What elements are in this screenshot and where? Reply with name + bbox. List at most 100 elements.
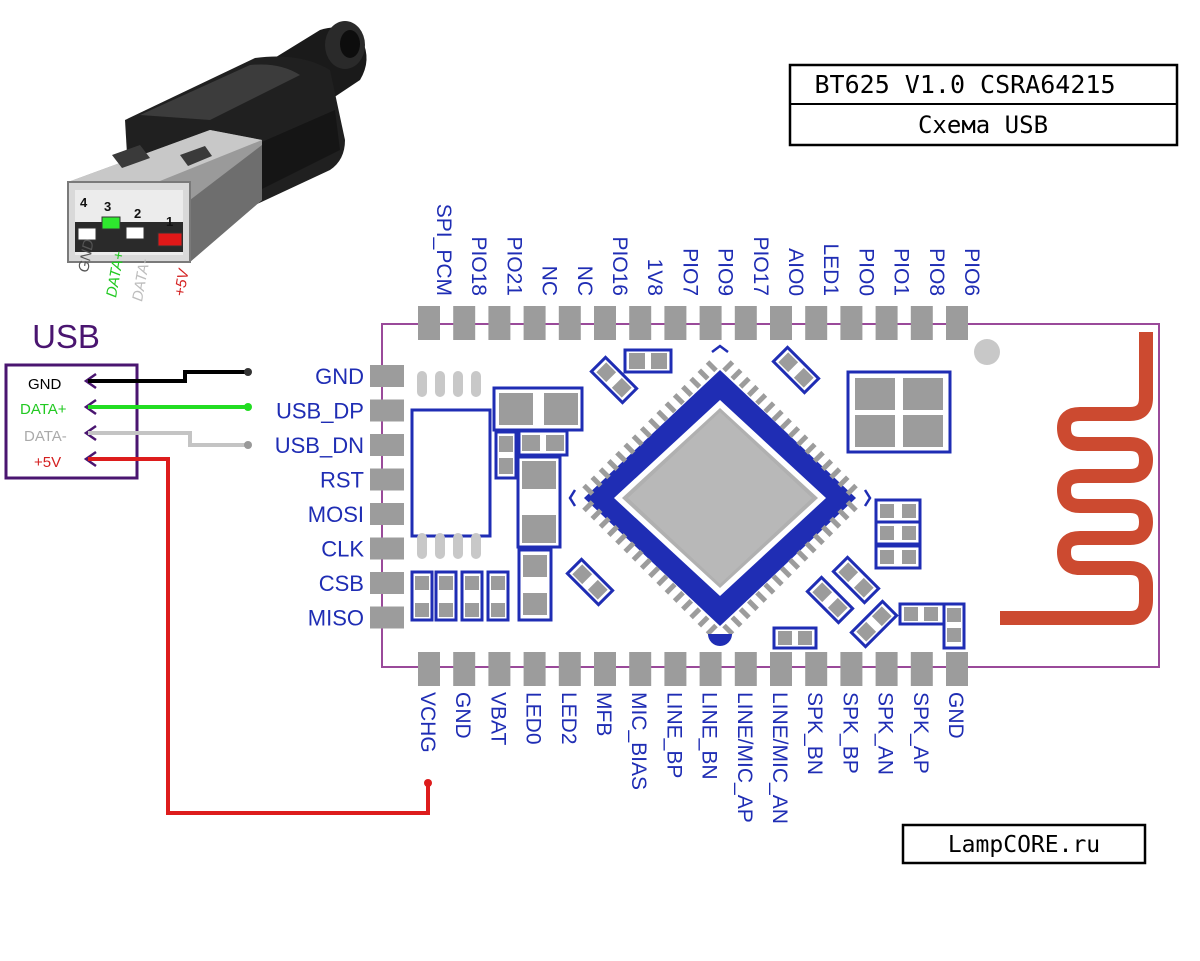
chip-pin [648, 566, 661, 579]
pad-top-pio17 [734, 306, 757, 340]
plug-contact-data-plus [101, 216, 121, 230]
pad-left-gnd [370, 365, 404, 387]
chip-pin [639, 426, 652, 439]
chip-pin [812, 450, 825, 463]
chip-pin [796, 549, 809, 562]
chip-pin [631, 549, 644, 562]
chip-pin [582, 500, 595, 513]
pin-label-left: CSB [319, 571, 364, 596]
plug-label-5v: +5V [171, 266, 193, 298]
pin-label-top: PIO6 [960, 248, 983, 296]
pcb-antenna [1000, 332, 1153, 625]
pin-label-top: PIO21 [502, 236, 525, 296]
pad-top-pio16 [594, 306, 616, 340]
chip-pin [771, 574, 784, 587]
pin-label-top: 1V8 [643, 259, 666, 296]
chip-pin [845, 500, 858, 513]
pad-top-pio18 [453, 306, 476, 340]
chip-pin [771, 409, 784, 422]
pin-label-bottom: LED0 [522, 692, 545, 745]
chip-pin [788, 426, 801, 439]
chip-pin [598, 467, 611, 480]
pin-label-bottom: LED2 [557, 692, 580, 745]
chip-pin [738, 376, 751, 389]
chip-pin [631, 434, 644, 447]
pin-label-top: PIO1 [890, 248, 913, 296]
chip-pin [829, 516, 842, 529]
pad-left-usb-dn [370, 434, 404, 456]
pad-bottom-line-bn [699, 652, 722, 686]
pad-top-pio7 [664, 306, 687, 340]
capsule-pad [417, 371, 427, 397]
wire-end-dot [244, 441, 252, 449]
plug-label-gnd: GND [75, 238, 98, 274]
pin-label-top: PIO18 [467, 236, 490, 296]
chip-pin [821, 459, 834, 472]
pad-bottom-mfb [594, 652, 616, 686]
pin-label-bottom: VCHG [416, 692, 439, 753]
pin-label-bottom: LINE_BP [662, 692, 685, 778]
chip-pin [648, 417, 661, 430]
pin-label-left: USB_DN [275, 433, 364, 458]
chip-pin [829, 467, 842, 480]
pin-label-left: USB_DP [276, 399, 364, 424]
pin-label-left: RST [320, 468, 364, 493]
pad-left-clk [370, 537, 404, 560]
chip-pin [837, 475, 850, 488]
usb-pin-data-minus: DATA- [24, 428, 67, 445]
credit-box: LampCORE.ru [901, 823, 1147, 865]
pad-top-aio0 [770, 306, 792, 340]
chip-pin [681, 384, 694, 397]
capsule-pad [453, 533, 463, 559]
pcb-angled-components [565, 345, 899, 649]
chip-pin [639, 557, 652, 570]
pad-top-1v8 [629, 306, 652, 340]
mounting-hole [974, 339, 1000, 365]
title-block: BT625 V1.0 CSRA64215 Схема USB [788, 63, 1179, 147]
chip-pin [689, 607, 702, 620]
pad-bottom-spk-bp [840, 652, 863, 686]
wire-data-minus [88, 431, 248, 447]
pin-label-bottom: MIC_BIAS [627, 692, 650, 790]
pin-label-top: PIO0 [854, 248, 877, 296]
plug-label-data-minus: DATA- [129, 258, 153, 303]
capsule-pad [417, 533, 427, 559]
chip-pin [590, 475, 603, 488]
pad-top-pio1 [875, 306, 898, 340]
plug-contact-data-minus [125, 226, 145, 240]
pad-top-pio21 [488, 306, 511, 340]
pad-top-spi_pcm [418, 306, 440, 340]
chip-pin [796, 434, 809, 447]
capsule-pad [453, 371, 463, 397]
chip-pin [681, 599, 694, 612]
pcb-component-pads [415, 353, 961, 645]
wire-end-dot [244, 368, 252, 376]
chip-pin [763, 401, 776, 414]
plug-pin-number: 1 [166, 214, 173, 229]
pin-label-top: NC [573, 266, 596, 296]
usb-pin-chevron [83, 424, 97, 442]
chip-pin [623, 442, 636, 455]
chip-pin [730, 615, 743, 628]
chip-pin1-marker [708, 634, 732, 646]
pin-label-bottom: SPK_AP [909, 692, 932, 774]
pin-label-top: PIO17 [749, 236, 772, 296]
wire-end-dot [424, 779, 432, 787]
chip-pin [705, 623, 718, 636]
chip-pin [722, 360, 735, 373]
pin-label-bottom: GND [944, 692, 967, 739]
chip-pin [779, 417, 792, 430]
usb-plug-illustration [67, 21, 367, 263]
chip-pin [722, 623, 735, 636]
pad-bottom-spk-an [875, 652, 898, 686]
chip-pin [697, 368, 710, 381]
pin-label-left: MOSI [308, 502, 364, 527]
pin-label-bottom: LINE/MIC_AN [768, 692, 791, 824]
chip-pin [804, 541, 817, 554]
pad-left-csb [370, 572, 404, 594]
wire-gnd [88, 370, 248, 383]
wire-5v [88, 457, 430, 815]
chip-pin [746, 599, 759, 612]
pad-top-nc [558, 306, 581, 340]
pin-label-top: PIO8 [925, 248, 948, 296]
